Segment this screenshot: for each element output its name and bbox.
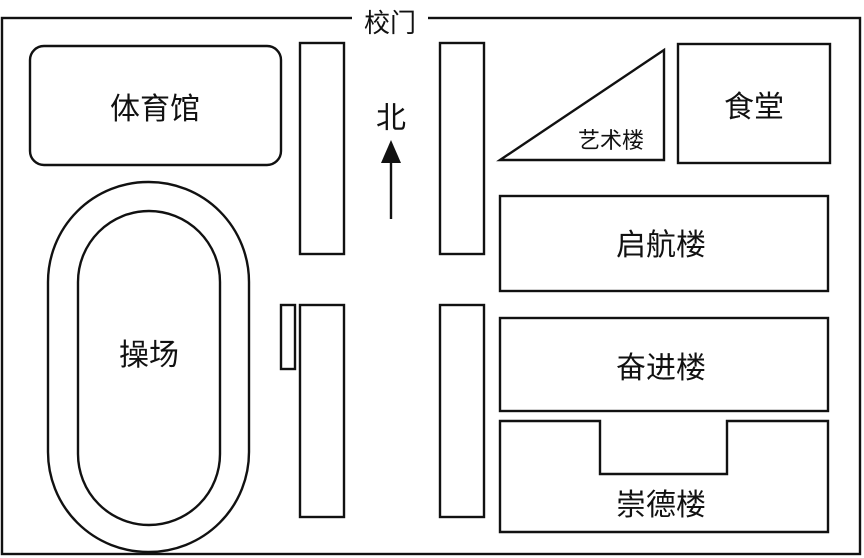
- running-track-inner: [76, 209, 222, 527]
- qihang-building: [498, 194, 830, 293]
- strip-right-bottom: [438, 303, 486, 519]
- strip-right-top: [438, 41, 486, 256]
- gym-building: [28, 44, 283, 167]
- north-arrow-icon: [381, 140, 401, 163]
- qihang-label: 启航楼: [616, 228, 706, 263]
- north-label: 北: [376, 101, 406, 136]
- chongde-label: 崇德楼: [616, 488, 706, 523]
- gym-label: 体育馆: [110, 92, 200, 127]
- canteen-building: [676, 42, 832, 165]
- canteen-label: 食堂: [724, 90, 784, 125]
- fenjin-label: 奋进楼: [616, 351, 706, 386]
- strip-left-bottom: [298, 303, 346, 519]
- gate-label: 校门: [364, 9, 416, 39]
- small-structure: [279, 303, 297, 371]
- fenjin-building: [498, 316, 830, 413]
- playground-label: 操场: [119, 338, 179, 373]
- chongde-building: [498, 419, 830, 534]
- art-building: [496, 47, 666, 162]
- strip-left-top: [298, 41, 346, 256]
- gate-gap: [352, 8, 428, 30]
- art-label: 艺术楼: [578, 129, 644, 154]
